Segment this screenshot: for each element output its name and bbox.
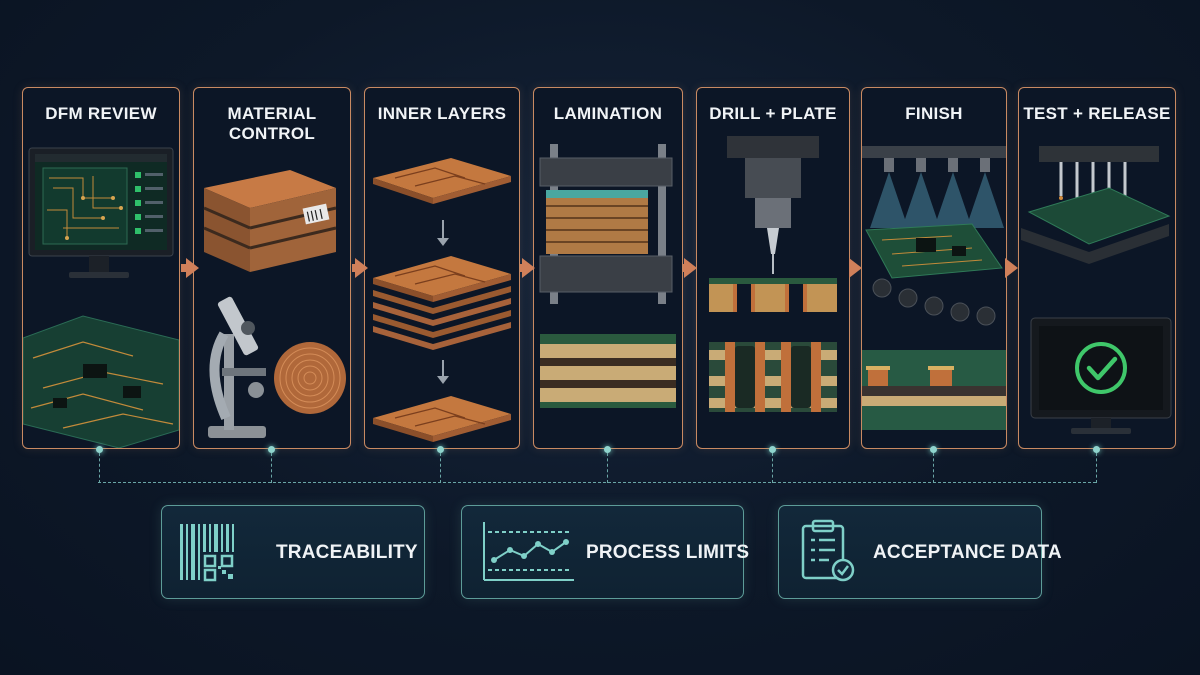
stage-title: INNER LAYERS <box>377 104 507 123</box>
stage-title: LAMINATION <box>553 104 663 123</box>
connector-line <box>271 453 272 483</box>
stage-title: DFM REVIEW <box>45 104 157 123</box>
stage-title: DRILL + PLATE <box>709 104 837 123</box>
connector-dot <box>930 446 937 453</box>
card-label: ACCEPTANCE DATA <box>873 542 1062 563</box>
connector-line <box>1096 453 1097 483</box>
connector-line <box>933 453 934 483</box>
stage-title: MATERIAL CONTROL <box>227 104 317 143</box>
control-chart-icon <box>483 522 574 581</box>
connector-line <box>772 453 773 483</box>
stage-title: TEST + RELEASE <box>1023 104 1171 123</box>
material-stack-microscope-illustration <box>203 170 346 438</box>
connector-dot <box>268 446 275 453</box>
test-release-illustration <box>1021 146 1172 434</box>
flow-arrow-icon <box>849 258 862 278</box>
connector-line <box>99 453 100 483</box>
connector-dot <box>437 446 444 453</box>
connector-dot <box>1093 446 1100 453</box>
lamination-press-illustration <box>539 144 676 408</box>
card-label: TRACEABILITY <box>276 542 418 563</box>
inner-layers-illustration <box>373 158 511 442</box>
card-traceability: TRACEABILITY <box>161 505 425 599</box>
flow-arrow-icon <box>186 258 199 278</box>
stage-test-release: TEST + RELEASE <box>1018 87 1176 449</box>
card-acceptance-data: ACCEPTANCE DATA <box>778 505 1062 599</box>
stage-lamination: LAMINATION <box>533 87 683 449</box>
clipboard-check-icon <box>801 519 855 582</box>
flow-arrow-icon <box>355 258 368 278</box>
connector-dot <box>96 446 103 453</box>
finish-spray-conveyor-illustration <box>862 146 1006 430</box>
drill-plate-illustration <box>709 136 837 412</box>
connector-dot <box>769 446 776 453</box>
connector-bus <box>98 482 1096 483</box>
flow-arrow-icon <box>1005 258 1018 278</box>
connector-dot <box>604 446 611 453</box>
card-process-limits: PROCESS LIMITS <box>461 505 749 599</box>
stage-title: FINISH <box>905 104 963 123</box>
barcode-qr-icon <box>180 524 234 582</box>
connector-line <box>607 453 608 483</box>
connector-line <box>440 453 441 483</box>
stage-inner-layers: INNER LAYERS <box>364 87 520 449</box>
check-circle-icon <box>1075 342 1127 394</box>
microscope-icon <box>208 296 266 438</box>
dfm-monitor-pcb-illustration <box>23 147 179 448</box>
flow-arrow-stem <box>352 264 356 272</box>
stage-dfm-review: DFM REVIEW <box>22 87 180 449</box>
flow-arrow-icon <box>684 258 697 278</box>
card-label: PROCESS LIMITS <box>586 542 750 563</box>
stage-material-control: MATERIAL CONTROL <box>193 87 351 449</box>
stage-finish: FINISH <box>861 87 1007 449</box>
flow-arrow-stem <box>181 264 187 272</box>
stage-drill-plate: DRILL + PLATE <box>696 87 850 449</box>
flow-arrow-icon <box>522 258 535 278</box>
